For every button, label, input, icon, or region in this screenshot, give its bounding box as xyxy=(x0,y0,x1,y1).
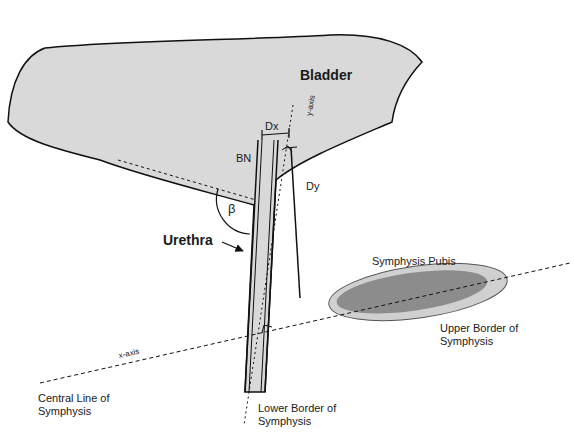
bladder-neck-label: BN xyxy=(236,152,251,165)
dy-line xyxy=(291,148,300,298)
bladder-outline xyxy=(0,0,430,400)
dimension-label: Dx xyxy=(265,120,278,133)
organ-name: Bladder xyxy=(300,67,352,83)
bladder-shape xyxy=(8,35,422,392)
border-label: Upper Border of Symphysis xyxy=(440,322,540,347)
border-label: Lower Border of Symphysis xyxy=(258,402,358,427)
leader-arrow xyxy=(222,242,243,251)
axis-label: y-axis xyxy=(305,95,317,117)
line-label: Central Line of Symphysis xyxy=(38,392,138,417)
dx-bracket xyxy=(288,128,289,138)
organ-name: Urethra xyxy=(163,232,213,248)
dx-bracket xyxy=(261,130,262,140)
dimension-label: Dy xyxy=(306,180,319,193)
bladder-organ: Bladder xyxy=(0,0,430,400)
bone-name: Symphysis Pubis xyxy=(372,255,456,268)
angle-label: β xyxy=(228,202,235,217)
symphysis-ellipse xyxy=(325,254,510,331)
central-line xyxy=(40,263,570,383)
axis-label: x-axis xyxy=(118,347,140,361)
